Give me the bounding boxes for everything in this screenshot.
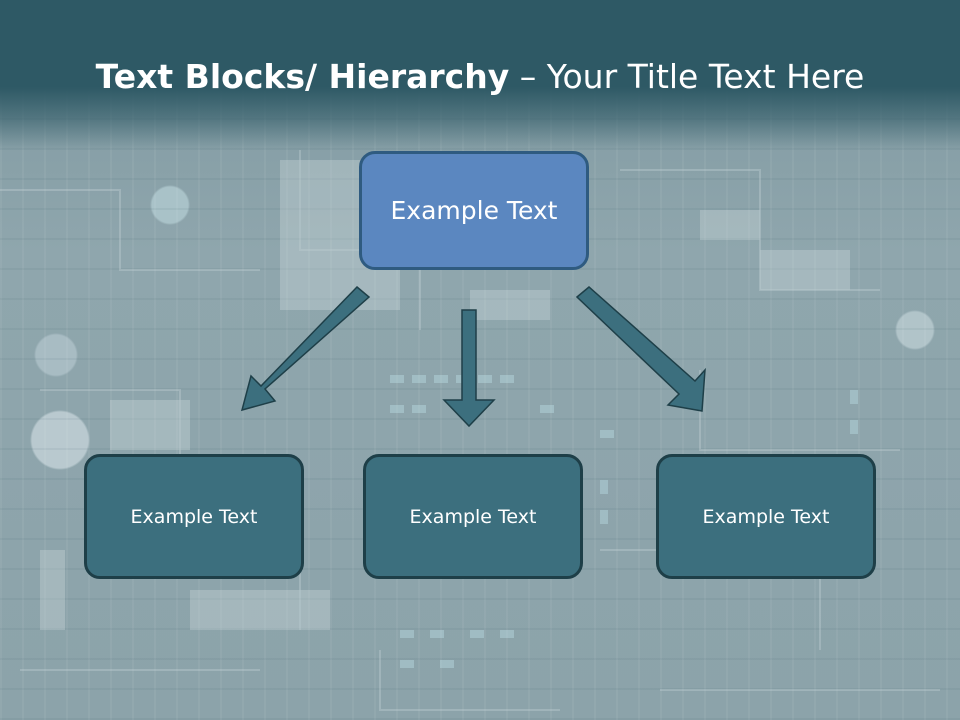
child-text-block-left: Example Text bbox=[84, 454, 304, 579]
arrow-right bbox=[575, 286, 706, 412]
title-normal-part: Your Title Text Here bbox=[546, 57, 865, 96]
root-text-block: Example Text bbox=[359, 151, 589, 270]
title-separator: – bbox=[509, 57, 547, 96]
child-text-label: Example Text bbox=[409, 505, 537, 528]
child-text-block-middle: Example Text bbox=[363, 454, 583, 579]
child-text-block-right: Example Text bbox=[656, 454, 876, 579]
child-text-label: Example Text bbox=[702, 505, 830, 528]
arrow-middle bbox=[442, 309, 496, 428]
circuit-board-texture bbox=[0, 150, 940, 711]
arrow-left bbox=[240, 285, 371, 412]
slide-title: Text Blocks/ Hierarchy – Your Title Text… bbox=[0, 55, 960, 99]
root-text-label: Example Text bbox=[390, 196, 558, 225]
title-bold-part: Text Blocks/ Hierarchy bbox=[95, 57, 510, 96]
child-text-label: Example Text bbox=[130, 505, 258, 528]
title-bar bbox=[0, 0, 960, 150]
